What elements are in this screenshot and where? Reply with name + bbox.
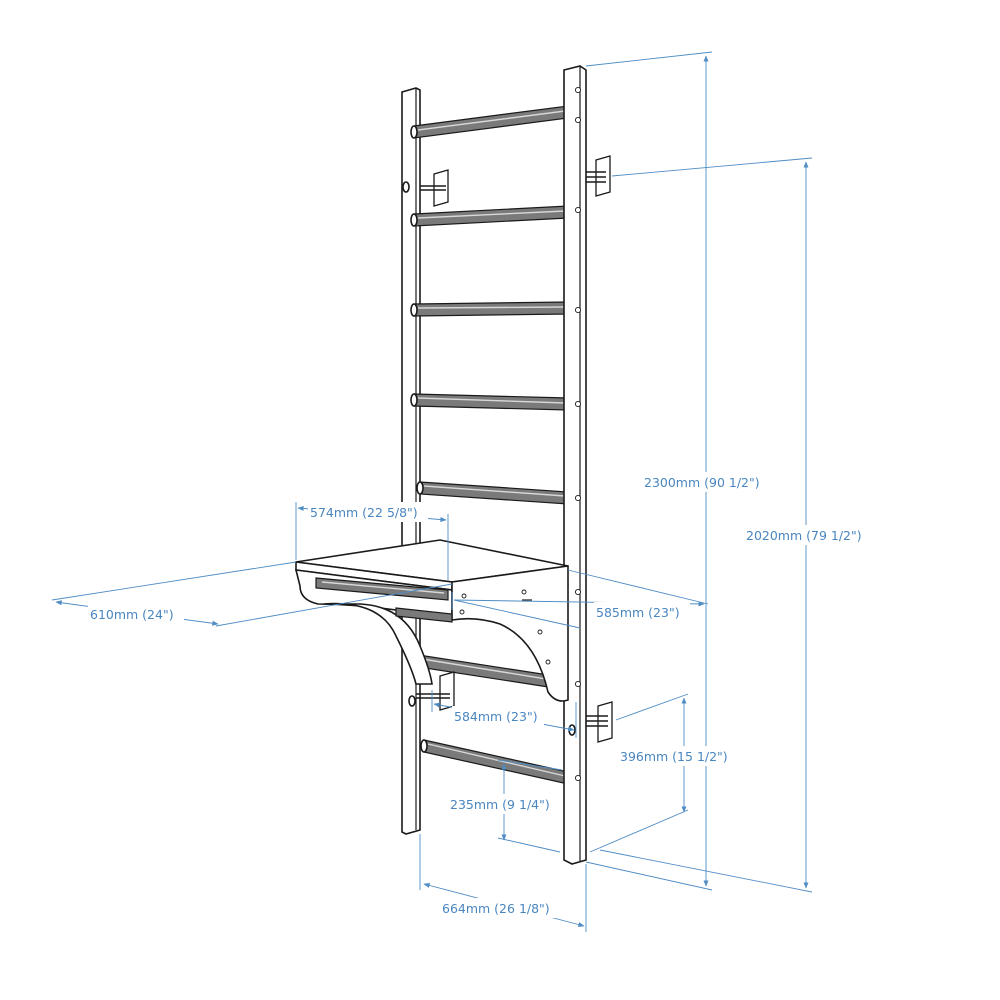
rung (410, 205, 569, 227)
wall-bracket-left-lower (408, 671, 455, 711)
ladder (401, 65, 613, 865)
dimension-labels: 2300mm (90 1/2") 2020mm (79 1/2") 574mm … (88, 472, 872, 918)
lower-mount-height-label: 396mm (15 1/2") (620, 749, 728, 764)
bar-depth-label: 574mm (22 5/8") (310, 505, 418, 520)
bar-length-label: 610mm (24") (90, 607, 174, 622)
attachment-side-right (451, 565, 569, 702)
rung (420, 739, 569, 785)
ladder-width-label: 664mm (26 1/8") (442, 901, 550, 916)
bottom-rung-height-label: 235mm (9 1/4") (450, 797, 550, 812)
right-upright (563, 65, 587, 865)
mount-height-label: 2020mm (79 1/2") (746, 528, 862, 543)
rung (410, 393, 569, 411)
total-height-label: 2300mm (90 1/2") (644, 475, 760, 490)
rungs (408, 105, 569, 785)
bar-width-label: 585mm (23") (596, 605, 680, 620)
wall-bracket-right-upper (586, 155, 611, 197)
attachment-support-arm (323, 602, 433, 685)
left-upright (401, 87, 421, 835)
rung (410, 105, 569, 139)
wall-bracket-left-upper (402, 169, 449, 207)
rung (416, 481, 569, 505)
wall-distance-label: 584mm (23") (454, 709, 538, 724)
rung (410, 301, 569, 317)
pullup-attachment (294, 539, 569, 702)
